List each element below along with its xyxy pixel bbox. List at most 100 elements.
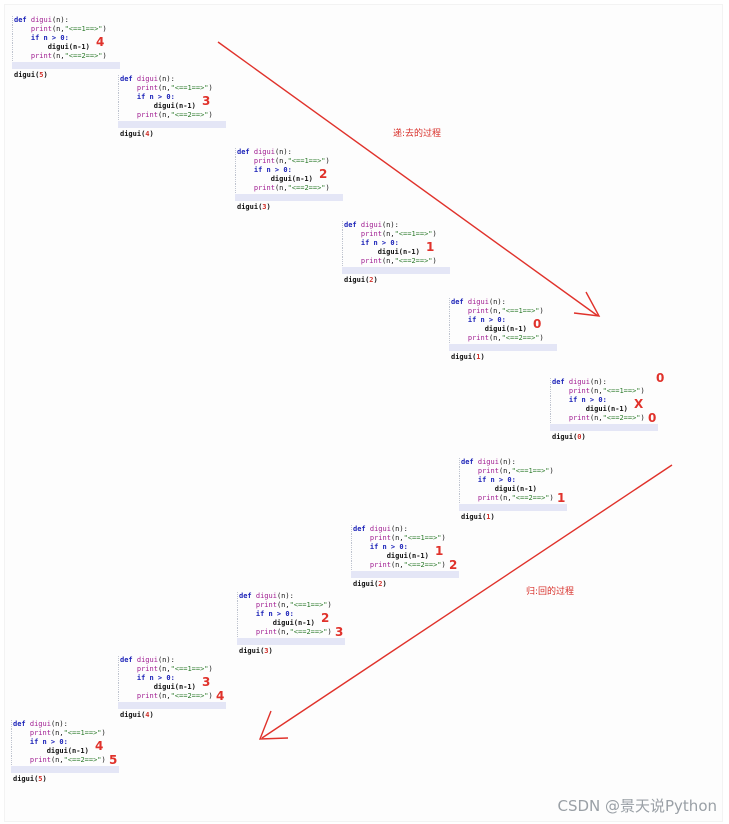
call-line: digui(5) [14, 71, 48, 79]
call-line: digui(3) [237, 203, 271, 211]
if-statement: if n > 0: [136, 674, 175, 682]
def-keyword: def [344, 221, 357, 229]
print1-line: print(n,"<==1==>") [342, 230, 452, 239]
print-close: ) [640, 387, 645, 395]
def-line: def digui(n): [342, 221, 452, 230]
function-name: digui [30, 16, 52, 24]
after-mark-annotation: 2 [449, 558, 458, 572]
call-line: digui(3) [239, 647, 273, 655]
function-name: digui [467, 298, 489, 306]
print2-line: print(n,"<==2==>") [237, 628, 347, 637]
print-close: ) [441, 561, 446, 569]
return-arrowhead [258, 710, 289, 740]
call-function-name: digui [14, 71, 36, 79]
if-statement: if n > 0: [467, 316, 506, 324]
print-keyword: print [477, 467, 499, 475]
def-keyword: def [13, 720, 26, 728]
print-string-1: "<==1==>" [63, 729, 102, 737]
call-function-name: digui [13, 775, 35, 783]
print2-line: print(n,"<==2==>") [449, 334, 559, 343]
print-close: ) [539, 334, 544, 342]
if-line: if n > 0: [342, 239, 452, 248]
if-statement: if n > 0: [136, 93, 175, 101]
print-string-2: "<==2==>" [602, 414, 641, 422]
function-params: (n): [51, 16, 69, 24]
code-snippet: def digui(n): print(n,"<==1==>") if n > … [235, 148, 345, 213]
def-keyword: def [14, 16, 27, 24]
recurse-mark-annotation: X [634, 397, 644, 411]
print1-line: print(n,"<==1==>") [550, 387, 660, 396]
recursive-call: digui(n-1) [153, 102, 196, 110]
function-params: (n): [50, 720, 68, 728]
print-keyword: print [568, 387, 590, 395]
def-line: def digui(n): [12, 16, 122, 25]
call-argument: 4 [145, 130, 150, 138]
print-args: (n, [51, 52, 65, 60]
print-keyword: print [568, 414, 590, 422]
recursive-call: digui(n-1) [46, 747, 89, 755]
call-line: digui(1) [451, 353, 485, 361]
print-keyword: print [467, 307, 489, 315]
if-line: if n > 0: [550, 396, 660, 405]
call-function-name: digui [237, 203, 259, 211]
def-line: def digui(n): [237, 592, 347, 601]
code-snippet: def digui(n): print(n,"<==1==>") if n > … [351, 525, 461, 590]
code-snippet: def digui(n): print(n,"<==1==>") if n > … [11, 720, 121, 785]
function-name: digui [136, 656, 158, 664]
recurse-line: digui(n-1) [235, 175, 345, 184]
print-keyword: print [29, 729, 51, 737]
print-keyword: print [467, 334, 489, 342]
print-close: ) [208, 692, 213, 700]
if-line: if n > 0: [237, 610, 347, 619]
print-close: ) [640, 414, 645, 422]
line-highlight [12, 62, 120, 69]
print-close: ) [539, 307, 544, 315]
print-string-2: "<==2==>" [170, 692, 209, 700]
print-close: ) [208, 665, 213, 673]
print2-line: print(n,"<==2==>") [118, 111, 228, 120]
print-args: (n, [50, 756, 64, 764]
function-name: digui [369, 525, 391, 533]
call-function-name: digui [353, 580, 375, 588]
def-keyword: def [461, 458, 474, 466]
recurse-line: digui(n-1) [342, 248, 452, 257]
print-keyword: print [29, 756, 51, 764]
call-argument: 1 [486, 513, 491, 521]
if-statement: if n > 0: [360, 239, 399, 247]
if-statement: if n > 0: [568, 396, 607, 404]
recursive-call: digui(n-1) [386, 552, 429, 560]
print-close: ) [549, 494, 554, 502]
print-string-2: "<==2==>" [403, 561, 442, 569]
canvas [4, 4, 723, 822]
print-keyword: print [136, 111, 158, 119]
print-keyword: print [136, 665, 158, 673]
recurse-line: digui(n-1) [550, 405, 660, 414]
call-line: digui(0) [552, 433, 586, 441]
print2-line: print(n,"<==2==>") [12, 52, 122, 61]
print-args: (n, [589, 414, 603, 422]
descent-note: 递:去的过程 [393, 129, 442, 139]
function-params: (n): [498, 458, 516, 466]
function-params: (n): [488, 298, 506, 306]
if-statement: if n > 0: [253, 166, 292, 174]
if-statement: if n > 0: [477, 476, 516, 484]
print-keyword: print [360, 257, 382, 265]
print-string-2: "<==2==>" [394, 257, 433, 265]
print-string-1: "<==1==>" [170, 665, 209, 673]
call-line: digui(1) [461, 513, 495, 521]
watermark: CSDN @景天说Python [557, 797, 717, 815]
recursive-call: digui(n-1) [47, 43, 90, 51]
call-argument: 2 [378, 580, 383, 588]
print-close: ) [327, 601, 332, 609]
call-line: digui(2) [344, 276, 378, 284]
recursive-call: digui(n-1) [484, 325, 527, 333]
recurse-mark-annotation: 1 [435, 544, 444, 558]
print-string-1: "<==1==>" [602, 387, 641, 395]
print-args: (n, [157, 84, 171, 92]
recurse-mark-annotation: 4 [96, 35, 105, 49]
recursive-call: digui(n-1) [153, 683, 196, 691]
print-args: (n, [498, 494, 512, 502]
print-args: (n, [157, 692, 171, 700]
print-close: ) [549, 467, 554, 475]
print-close: ) [208, 84, 213, 92]
